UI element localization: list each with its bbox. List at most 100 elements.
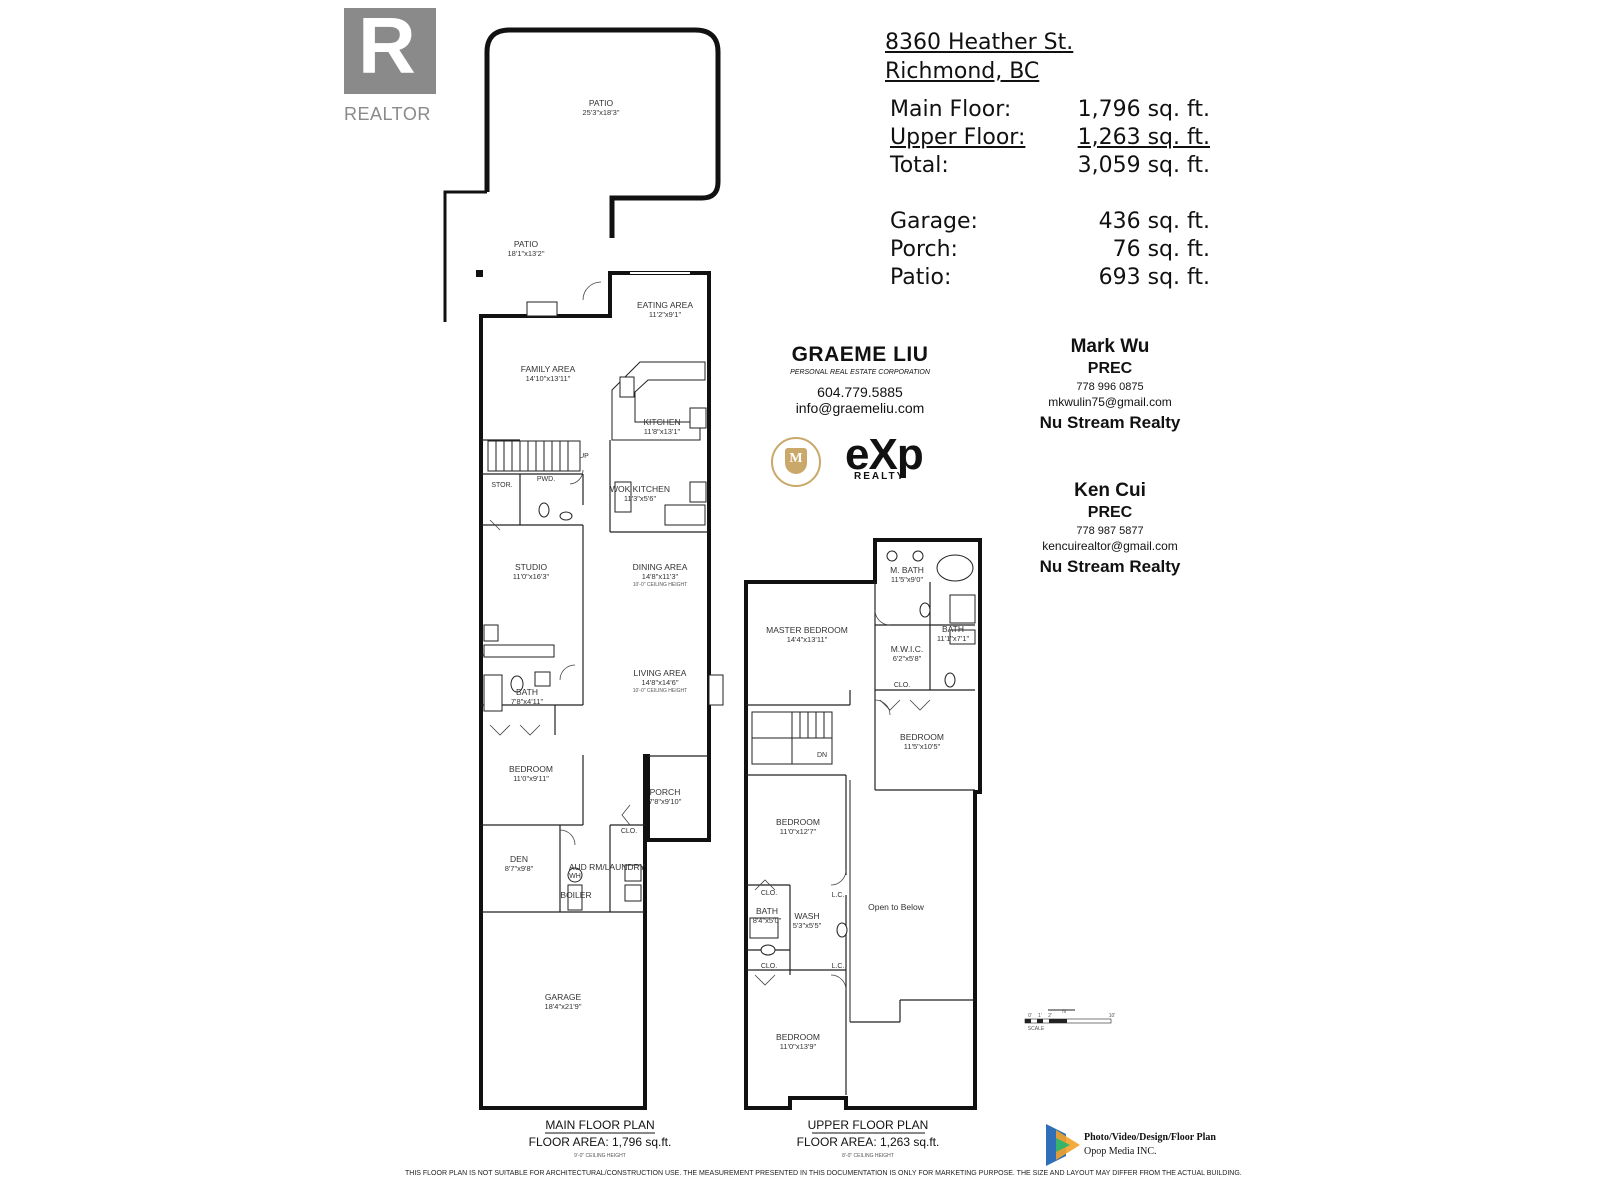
studio-sink-icon: [483, 624, 499, 642]
main-room-name: DINING AREA: [633, 562, 688, 572]
upper-room-name: WASH: [794, 911, 819, 921]
water-heater-icon: [567, 867, 583, 883]
upper-stairs: [751, 711, 833, 765]
main-room-name: WH: [569, 873, 581, 880]
main-room-name: BOILER: [560, 890, 591, 900]
main-room-name: AUD RM/LAUNDRY: [569, 862, 646, 872]
upper-floor-area: FLOOR AREA: 1,263 sq.ft.: [797, 1135, 940, 1149]
agent-company: Nu Stream Realty: [1039, 413, 1181, 432]
extra-row-porch: Porch: 76 sq. ft.: [890, 236, 1210, 264]
scale-label: SCALE: [1028, 1026, 1045, 1032]
upper-floor-title: UPPER FLOOR PLAN: [808, 1118, 929, 1132]
main-room-name: FAMILY AREA: [521, 364, 576, 374]
area-value: 1,796 sq. ft.: [1077, 97, 1210, 122]
listing-agent-email[interactable]: info@graemeliu.com: [795, 400, 925, 416]
boiler-icon: [567, 884, 583, 911]
bath-tub-icon: [749, 917, 779, 939]
area-label: Upper Floor:: [890, 125, 1026, 150]
patio-railing: [443, 190, 487, 322]
upper-room-dimension: 6'2"x5'8": [893, 654, 922, 663]
main-room-name: CLO.: [621, 828, 637, 835]
main-room-name: UP: [579, 453, 589, 460]
upper-room-name: L.C.: [832, 963, 845, 970]
scale-start: 0': [1028, 1013, 1032, 1019]
toilet-icon: [538, 502, 550, 518]
upper-floor-outer-wall: [744, 538, 982, 1110]
main-room-ceiling-note: 10'-0" CEILING HEIGHT: [633, 688, 687, 694]
patio-outline: [484, 27, 721, 238]
bath-toilet-icon: [760, 944, 776, 956]
medallion-logo: M: [771, 437, 821, 487]
upper-room-name: CLO.: [894, 682, 910, 689]
agent-email[interactable]: mkwulin75@gmail.com: [1048, 395, 1172, 409]
listing-agent-block: GRAEME LIU PERSONAL REAL ESTATE CORPORAT…: [770, 343, 950, 416]
area-label: Total:: [890, 153, 949, 178]
main-room-name: STOR.: [491, 482, 512, 489]
agent-company: Nu Stream Realty: [1039, 557, 1181, 576]
credit-line-2: Opop Media INC.: [1084, 1146, 1157, 1157]
main-room-dimension: 7'8"x9'10": [649, 797, 682, 806]
kitchen-counter: [611, 361, 706, 441]
stove-icon: [689, 407, 707, 429]
door-swings: [489, 281, 631, 846]
patio-post: [476, 270, 483, 277]
sink-icon: [559, 511, 573, 521]
main-room-name: GARAGE: [545, 992, 582, 1002]
area-row-total: Total: 3,059 sq. ft.: [890, 152, 1210, 180]
main-room-name: PORCH: [650, 787, 681, 797]
credit-line-1: Photo/Video/Design/Floor Plan: [1084, 1132, 1216, 1143]
shower-icon: [949, 594, 976, 624]
ensuite-toilet-icon: [944, 672, 956, 688]
agent-card-mark-wu: Mark Wu PREC 778 996 0875 mkwulin75@gmai…: [1010, 336, 1210, 433]
agent-phone[interactable]: 778 996 0875: [1076, 381, 1144, 393]
extra-label: Garage:: [890, 209, 978, 234]
main-floor-title: MAIN FLOOR PLAN: [545, 1118, 654, 1132]
upper-room-name: BATH: [756, 906, 778, 916]
main-room-dimension: 11'0"x9'11": [513, 774, 549, 783]
listing-agent-phone[interactable]: 604.779.5885: [817, 384, 903, 400]
main-room-dimension: 7'8"x4'11": [511, 697, 544, 706]
realtor-logo: R: [344, 1, 436, 94]
upper-room-dimension: 11'5"x10'5": [904, 742, 941, 751]
medallion-letter: M: [785, 448, 807, 474]
bath-toilet-icon: [510, 675, 524, 693]
main-room-dimension: 11'0"x16'3": [513, 572, 550, 581]
ensuite-tub-icon: [949, 629, 976, 645]
toilet-icon: [919, 602, 931, 618]
main-room-name: BATH: [516, 687, 538, 697]
fireplace-icon: [526, 301, 558, 317]
opop-logo-icon: [1046, 1124, 1080, 1166]
main-room-name: PATIO: [514, 239, 539, 249]
kitchen-sink-icon: [619, 376, 635, 398]
area-summary: Main Floor: 1,796 sq. ft. Upper Floor: 1…: [890, 96, 1210, 292]
scale-bar: N 0' 1' 2' 10' SCALE: [1024, 1009, 1115, 1032]
extra-row-patio: Patio: 693 sq. ft.: [890, 264, 1210, 292]
upper-room-dimension: 11'0"x12'7": [780, 827, 817, 836]
realtor-logo-word: REALTOR: [344, 104, 431, 124]
upper-room-dimension: 5'3"x5'5": [793, 921, 822, 930]
upper-room-name: CLO.: [761, 890, 777, 897]
upper-room-name: DN: [817, 752, 827, 759]
bath-sink-icon: [534, 671, 551, 687]
agent-card-ken-cui: Ken Cui PREC 778 987 5877 kencuirealtor@…: [1010, 480, 1210, 577]
upper-room-dimension: 11'5"x9'0": [891, 575, 924, 584]
main-stairs: [487, 440, 581, 472]
sink-icon: [912, 550, 924, 562]
upper-room-dimension: 11'0"x13'9": [780, 1042, 817, 1051]
address-line-2: Richmond, BC: [885, 59, 1040, 84]
main-room-name: WOK KITCHEN: [610, 484, 670, 494]
upper-room-name: BATH: [942, 624, 964, 634]
upper-room-dimension: 8'4"x5'0": [753, 916, 782, 925]
bathtub-icon: [936, 554, 974, 582]
extra-row-garage: Garage: 436 sq. ft.: [890, 208, 1210, 236]
listing-agent-name: GRAEME LIU: [791, 343, 929, 366]
agent-phone[interactable]: 778 987 5877: [1076, 525, 1144, 537]
upper-room-name: BEDROOM: [776, 1032, 820, 1042]
wok-sink-icon: [689, 481, 707, 503]
agent-name: Ken Cui: [1074, 480, 1146, 501]
upper-door-swings: [754, 609, 931, 991]
main-ceiling-height: 9'-0" CEILING HEIGHT: [574, 1153, 626, 1159]
agent-email[interactable]: kencuirealtor@gmail.com: [1042, 539, 1178, 553]
main-room-name: DEN: [510, 854, 528, 864]
